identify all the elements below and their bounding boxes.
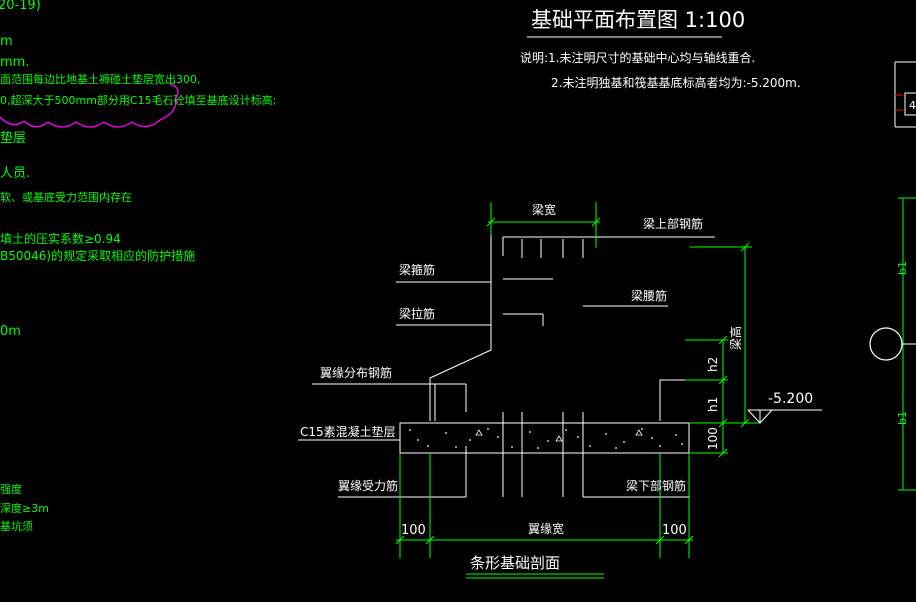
dimension-lines bbox=[395, 202, 760, 558]
label-beam-bottom-rebar: 梁下部钢筋 bbox=[626, 478, 686, 493]
note-line: 软、或基底受力范围内存在 bbox=[0, 190, 132, 204]
stipple-triangle bbox=[475, 429, 483, 436]
label-beam-top-rebar: 梁上部钢筋 bbox=[643, 216, 703, 231]
b1-top-label: b1 bbox=[896, 261, 909, 275]
note-line: mm. bbox=[0, 55, 29, 70]
stipple-dot bbox=[623, 441, 625, 443]
header-note-line-1: 说明:1.未注明尺寸的基础中心均与轴线重合. bbox=[520, 50, 755, 65]
label-flange-main-rebar: 翼缘受力筋 bbox=[338, 478, 398, 493]
drawing-title: 基础平面布置图 1:100 bbox=[531, 8, 745, 32]
note-line: 填土的压实系数≥0.94 bbox=[0, 231, 121, 246]
dim-beam-height: 梁高 bbox=[728, 326, 743, 350]
stipple-dot bbox=[537, 447, 539, 449]
dim-left-100: 100 bbox=[401, 523, 426, 538]
stipple-dot bbox=[681, 443, 683, 445]
dim-right-100: 100 bbox=[662, 523, 687, 538]
stipple-dot bbox=[455, 446, 457, 448]
section-caption: 条形基础剖面 bbox=[470, 554, 560, 572]
stipple-dot bbox=[589, 445, 591, 447]
stipple-dot bbox=[511, 446, 513, 448]
note-line: m bbox=[0, 34, 13, 49]
elevation-marker bbox=[747, 409, 822, 424]
stipple-dot bbox=[547, 440, 549, 442]
stipple-dot bbox=[497, 436, 499, 438]
label-leaders bbox=[298, 236, 715, 498]
note-line: B50046)的规定采取相应的防护措施 bbox=[0, 248, 195, 263]
stipple-dot bbox=[529, 431, 531, 433]
dimension-texts: 梁高 h2 h1 100 -5.200 100 翼缘宽 100 bbox=[401, 326, 813, 538]
stipple-dot bbox=[445, 432, 447, 434]
dim-h2: h2 bbox=[706, 357, 720, 372]
dim-cushion-thk: 100 bbox=[706, 427, 720, 450]
stipple-dot bbox=[675, 434, 677, 436]
section-labels: 梁宽 梁上部钢筋 梁箍筋 梁腰筋 梁拉筋 翼缘分布钢筋 C15素混凝土垫层 翼缘… bbox=[300, 202, 703, 493]
stipple-triangle bbox=[555, 435, 563, 442]
revision-cloud bbox=[0, 83, 179, 128]
stipple-dot bbox=[651, 437, 653, 439]
stipple-dot bbox=[427, 445, 429, 447]
stipple-dot bbox=[417, 439, 419, 441]
left-notes: 20-19) m mm. 面范围每边比地基土褥碰土垫层宽出300, 0,超深大于… bbox=[0, 0, 276, 533]
label-beam-width: 梁宽 bbox=[532, 202, 556, 217]
stipple-dot bbox=[615, 447, 617, 449]
stipple-dot bbox=[565, 429, 567, 431]
stipple-dot bbox=[409, 429, 411, 431]
section-geometry bbox=[429, 235, 685, 497]
note-line: 0,超深大于500mm部分用C15毛石砼填至基底设计标高; bbox=[0, 93, 276, 107]
right-edge-detail: 4 b1 b1 bbox=[869, 61, 916, 491]
elevation-value: -5.200 bbox=[768, 391, 813, 407]
dim-flange-width: 翼缘宽 bbox=[528, 521, 564, 536]
label-c15-cushion: C15素混凝土垫层 bbox=[300, 424, 396, 439]
b1-bottom-label: b1 bbox=[896, 411, 909, 425]
right-box-text: 4 bbox=[909, 99, 916, 112]
label-beam-tie-rebar: 梁拉筋 bbox=[399, 306, 435, 321]
dim-h1: h1 bbox=[706, 397, 720, 412]
note-line: 垫层 bbox=[0, 130, 26, 146]
stipple-dot bbox=[487, 428, 489, 430]
header-note-line-2: 2.未注明独基和筏基基底标高者均为:-5.200m. bbox=[551, 75, 801, 90]
stipple-dot bbox=[469, 439, 471, 441]
note-line: 深度≥3m bbox=[0, 501, 49, 515]
c15-cushion-layer bbox=[399, 422, 690, 454]
stipple-dot bbox=[605, 433, 607, 435]
note-line: 基坑须 bbox=[0, 519, 33, 533]
stipple-dot bbox=[641, 428, 643, 430]
stipple-dot bbox=[659, 445, 661, 447]
note-line: 强度 bbox=[0, 482, 22, 496]
label-beam-waist-rebar: 梁腰筋 bbox=[631, 288, 667, 303]
note-line: 面范围每边比地基土褥碰土垫层宽出300, bbox=[0, 72, 201, 86]
stipple-dot bbox=[577, 436, 579, 438]
note-line: 20-19) bbox=[0, 0, 41, 13]
axis-circle bbox=[869, 327, 903, 361]
note-line: 0m bbox=[0, 324, 21, 339]
stipple-triangle bbox=[635, 429, 643, 436]
label-flange-dist-rebar: 翼缘分布钢筋 bbox=[320, 365, 392, 380]
label-beam-stirrup: 梁箍筋 bbox=[399, 262, 435, 277]
note-line: 人员. bbox=[0, 166, 30, 181]
